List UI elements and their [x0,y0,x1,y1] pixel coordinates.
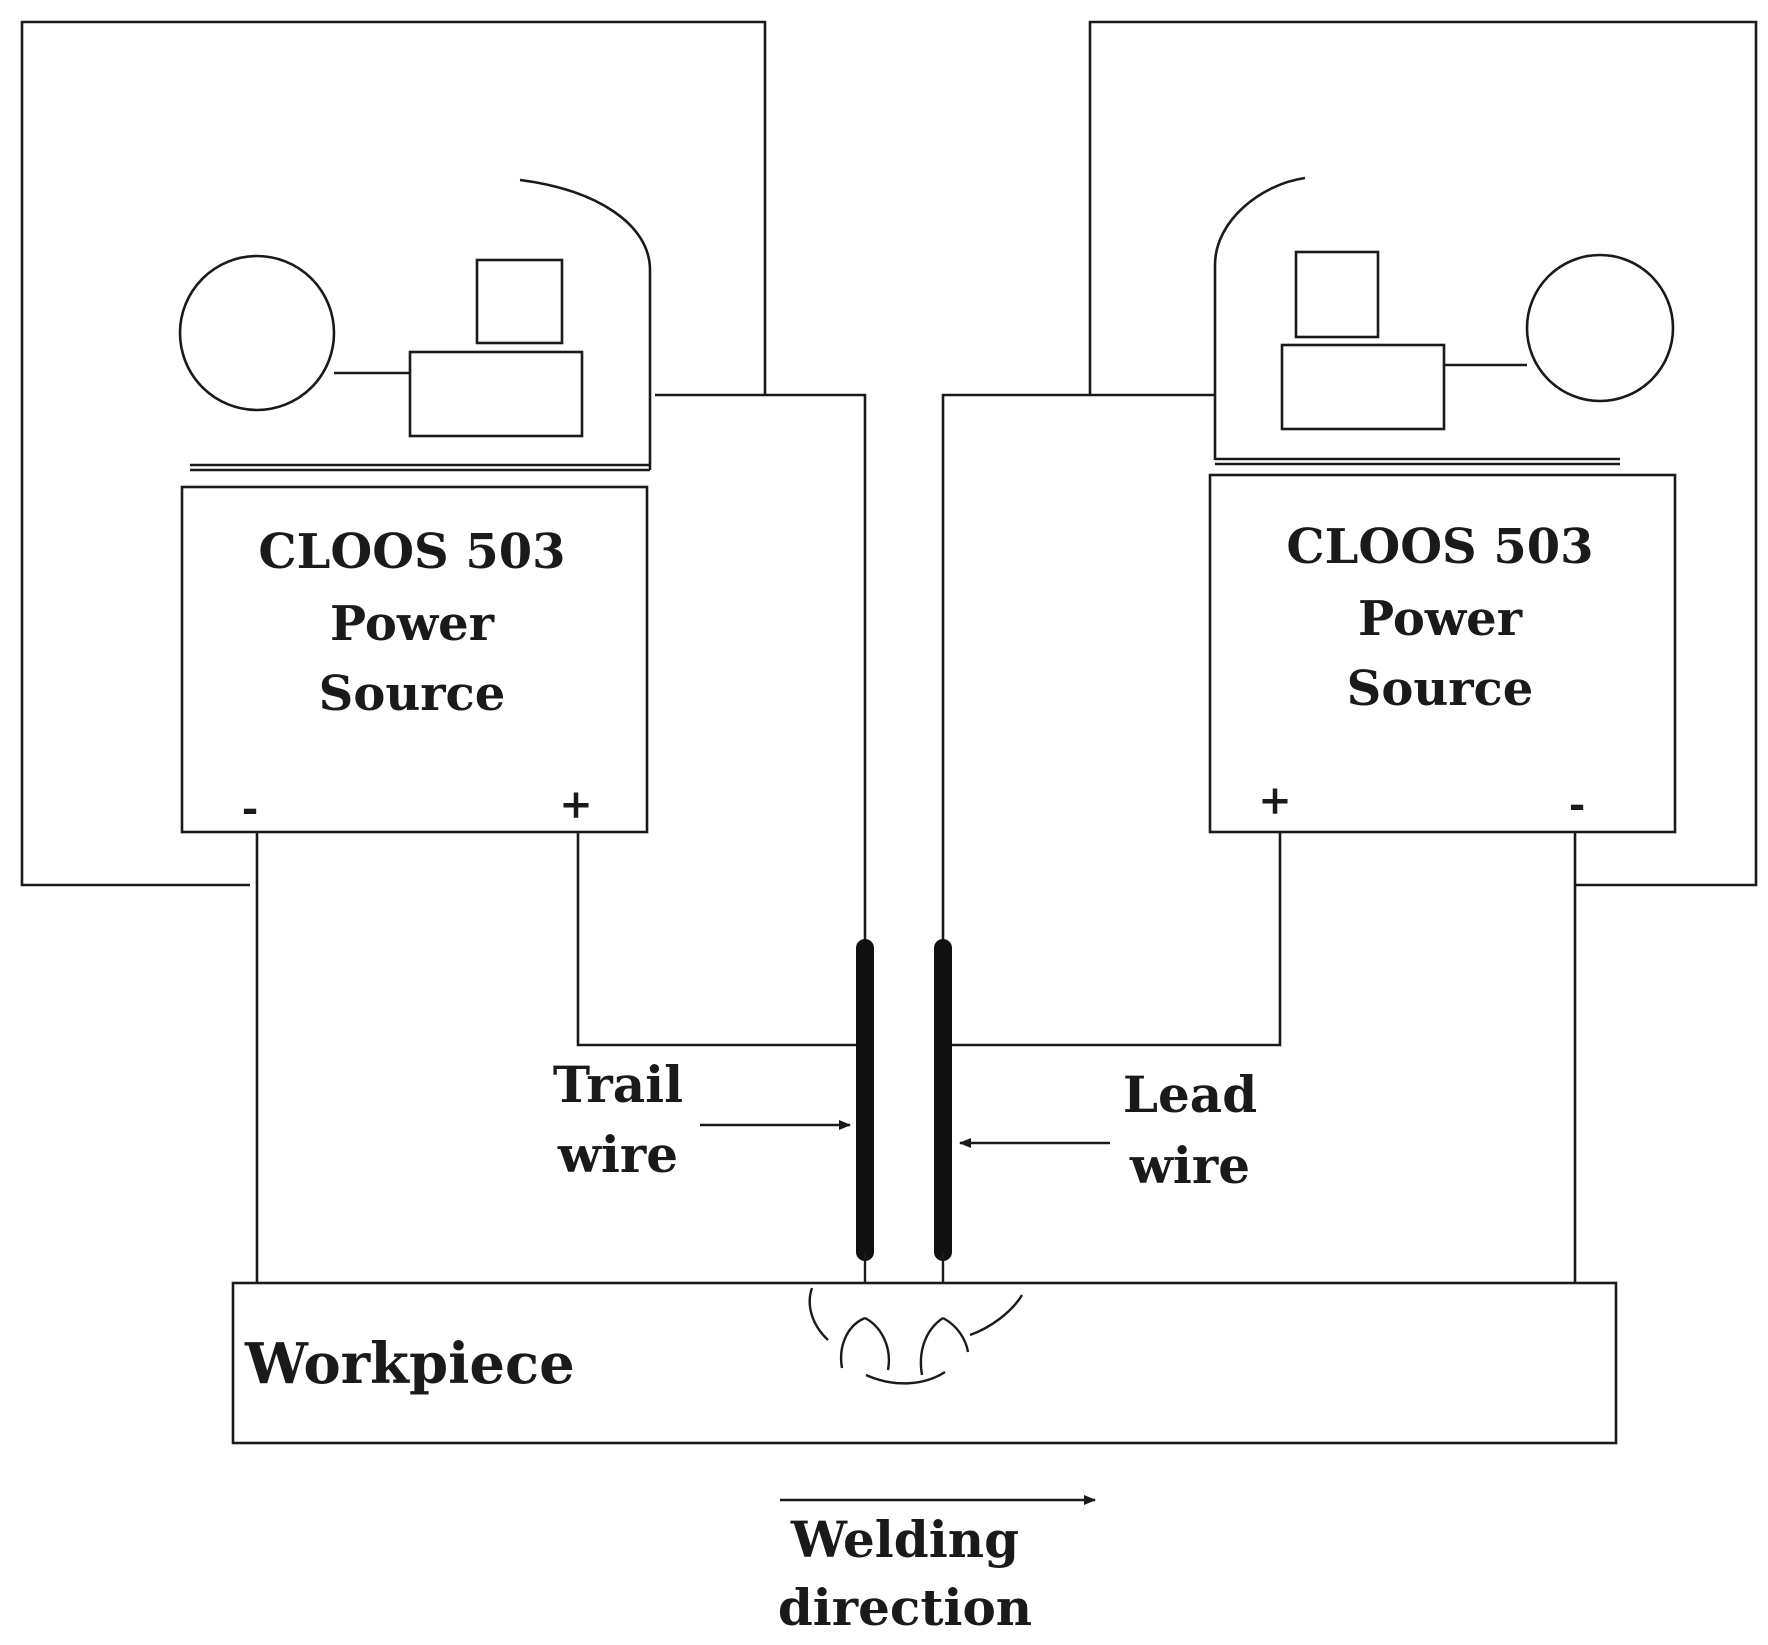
left-plus-terminal: + [559,781,593,828]
left-feed-motor [475,258,564,345]
right-feeder-hood [1213,176,1306,460]
lead-wire-label-2: wire [1129,1136,1250,1195]
left-feed-drive [408,350,584,438]
weld-pool-outline-left [808,1287,829,1341]
left-minus-terminal: - [242,785,259,832]
left-feeder-hood [519,178,652,470]
left-plus-lead [576,832,865,1047]
right-power-source-model: CLOOS 503 [1286,519,1593,575]
left-power-source-model: CLOOS 503 [258,524,565,580]
trail-arc-right [864,1316,891,1371]
welding-direction-label-1: Welding [790,1510,1019,1569]
left-power-source [180,485,649,834]
left-power-source-label-2: Source [319,666,506,722]
trail-wire-label-1: Trail [553,1055,683,1114]
weld-pool-outline-right [969,1294,1024,1337]
left-enclosure-frame [20,20,767,887]
left-wire-spool [178,254,336,412]
right-torch-cable [941,393,1215,945]
right-plus-terminal: + [1258,777,1292,824]
trail-wire-label-2: wire [557,1125,678,1184]
right-wire-spool [1525,253,1675,403]
lead-arc-right [942,1316,970,1353]
workpiece-plate [231,1281,1618,1445]
left-power-source-label-1: Power [330,596,495,652]
right-minus-terminal: - [1569,781,1586,828]
workpiece-label: Workpiece [244,1331,575,1397]
right-power-source-label-2: Source [1347,661,1534,717]
right-welding-unit: CLOOS 503 Power Source + - [941,20,1758,1283]
right-plus-lead [943,832,1282,1047]
right-feed-drive [1280,343,1446,431]
right-power-source [1208,473,1677,834]
welding-direction-label-2: direction [778,1578,1032,1637]
weld-pool-outline-bottom [865,1370,946,1385]
right-feed-motor [1294,250,1380,339]
right-enclosure-frame [1088,20,1758,887]
left-torch-cable [655,393,867,945]
left-welding-unit: CLOOS 503 Power Source - + [20,20,867,1283]
right-power-source-label-1: Power [1358,591,1523,647]
lead-arc-left [919,1317,944,1376]
weld-arc-sketch [808,1287,1024,1385]
lead-wire-label-1: Lead [1123,1065,1257,1124]
tandem-torch [856,939,952,1318]
trail-arc-left [839,1316,866,1369]
